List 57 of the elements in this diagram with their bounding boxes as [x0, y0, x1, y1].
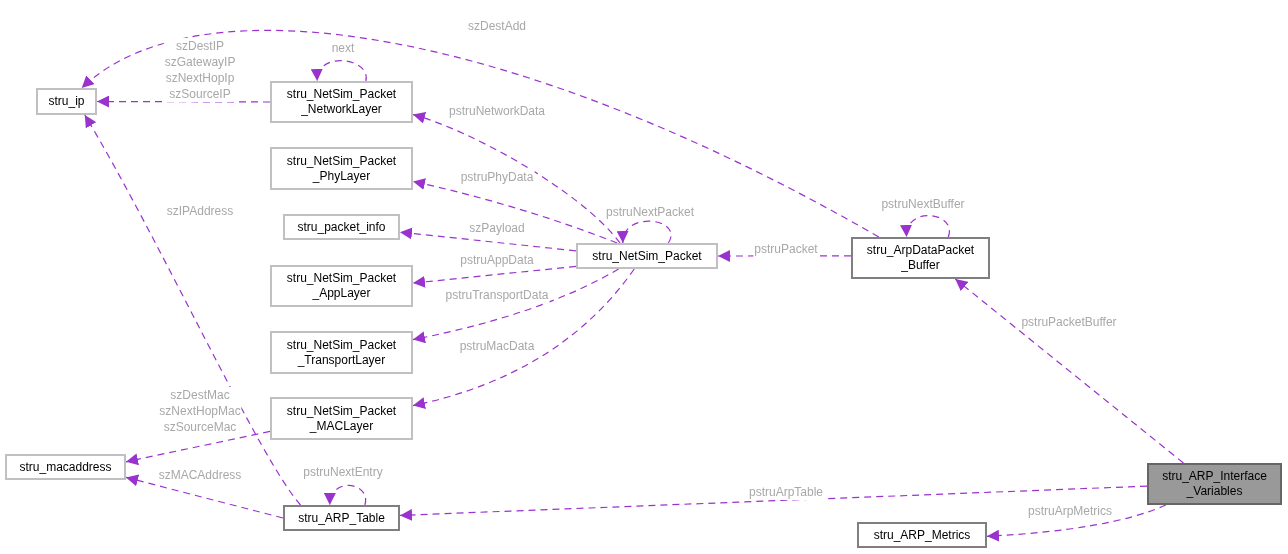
dashed-arrow — [986, 504, 1167, 542]
edge-label: pstruAppData — [459, 252, 535, 268]
dashed-arrow — [312, 60, 367, 82]
dashed-arrow — [399, 227, 577, 252]
class-box — [5, 454, 126, 480]
class-box — [851, 237, 990, 279]
edge-label: pstruArpTable — [748, 484, 824, 500]
dashed-arrow — [399, 485, 1148, 521]
class-box — [270, 265, 413, 307]
class-box — [270, 331, 413, 374]
edge-label: pstruMacData — [458, 338, 536, 354]
class-box — [270, 397, 413, 440]
dashed-arrow — [125, 474, 284, 519]
class-box — [283, 214, 400, 240]
edge-label: pstruNetworkData — [448, 103, 546, 119]
class-name: stru_NetSim_Packet — [592, 248, 702, 264]
class-name: stru_ARP_Table — [298, 510, 385, 526]
class-name: stru_ArpDataPacket _Buffer — [865, 243, 976, 273]
class-name: stru_macaddress — [19, 459, 112, 475]
class-box — [576, 243, 718, 269]
dashed-arrow — [81, 29, 880, 238]
class-box — [283, 505, 400, 531]
dashed-arrow — [125, 430, 271, 466]
edge-label: pstruPhyData — [459, 169, 535, 185]
class-name: stru_NetSim_Packet _NetworkLayer — [285, 87, 398, 117]
class-name: stru_NetSim_Packet _AppLayer — [285, 271, 398, 301]
class-name: stru_ARP_Interface _Variables — [1161, 469, 1268, 499]
dashed-arrow — [412, 178, 618, 244]
dashed-arrow — [954, 278, 1185, 464]
dashed-arrow — [901, 215, 951, 238]
dashed-arrow — [412, 268, 635, 409]
class-box — [270, 147, 413, 190]
class-name: stru_NetSim_Packet _PhyLayer — [285, 153, 398, 184]
class-box — [270, 81, 413, 123]
edge-label: pstruArpMetrics — [1027, 503, 1113, 519]
class-name: stru_NetSim_Packet _MACLayer — [285, 403, 398, 434]
dashed-arrow — [325, 484, 367, 506]
edge-label: szDestIP szGatewayIP szNextHopIp szSourceIP — [163, 38, 237, 102]
dashed-arrow — [618, 220, 672, 244]
class-name: stru_ARP_Metrics — [873, 527, 971, 543]
class-box — [857, 522, 987, 548]
dashed-arrow — [412, 265, 577, 288]
edge-label: pstruNextBuffer — [880, 196, 966, 212]
edge-label: pstruTransportData — [444, 287, 550, 303]
edge-label: pstruPacketBuffer — [1020, 314, 1118, 330]
edge-label: pstruPacket — [753, 241, 819, 257]
edge-label: pstruNextEntry — [302, 464, 384, 480]
class-name: stru_packet_info — [297, 219, 386, 235]
dashed-arrow — [412, 112, 621, 244]
class-box — [1147, 463, 1282, 505]
class-name: stru_ip — [48, 94, 85, 109]
class-name: stru_NetSim_Packet _TransportLayer — [285, 337, 398, 368]
edge-label: pstruNextPacket — [605, 204, 695, 220]
dashed-arrow — [84, 114, 302, 506]
class-box — [36, 88, 97, 115]
edge-label: szPayload — [468, 220, 526, 236]
dashed-arrow — [412, 268, 620, 344]
